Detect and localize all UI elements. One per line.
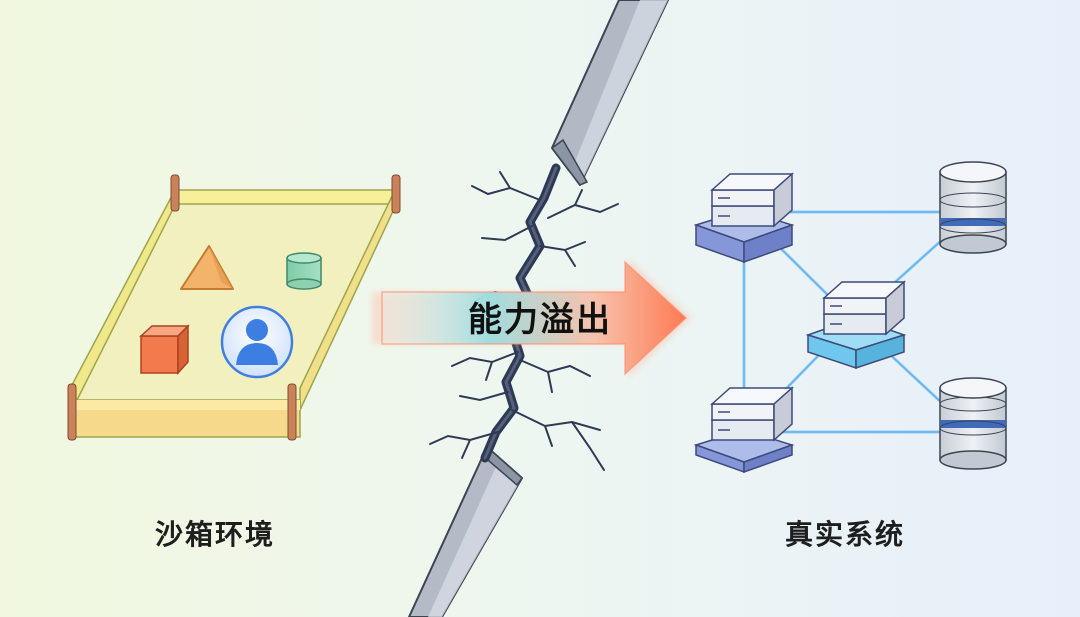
- cube-shape-icon: [139, 324, 190, 375]
- triangle-shape-icon: [180, 245, 234, 290]
- cracked-wall-icon: [408, 0, 669, 617]
- database-icon: [939, 377, 1007, 470]
- sandbox-caption: 沙箱环境: [154, 518, 275, 551]
- server-stack-icon: [805, 280, 907, 370]
- arrow-label: 能力溢出: [468, 300, 612, 340]
- database-icon: [939, 161, 1007, 254]
- user-avatar-icon: [220, 305, 294, 379]
- server-stack-icon: [693, 386, 795, 474]
- server-stack-icon: [693, 172, 795, 264]
- right-arrow-icon: [372, 258, 692, 378]
- real-system-caption: 真实系统: [784, 518, 905, 551]
- cylinder-shape-icon: [286, 252, 322, 290]
